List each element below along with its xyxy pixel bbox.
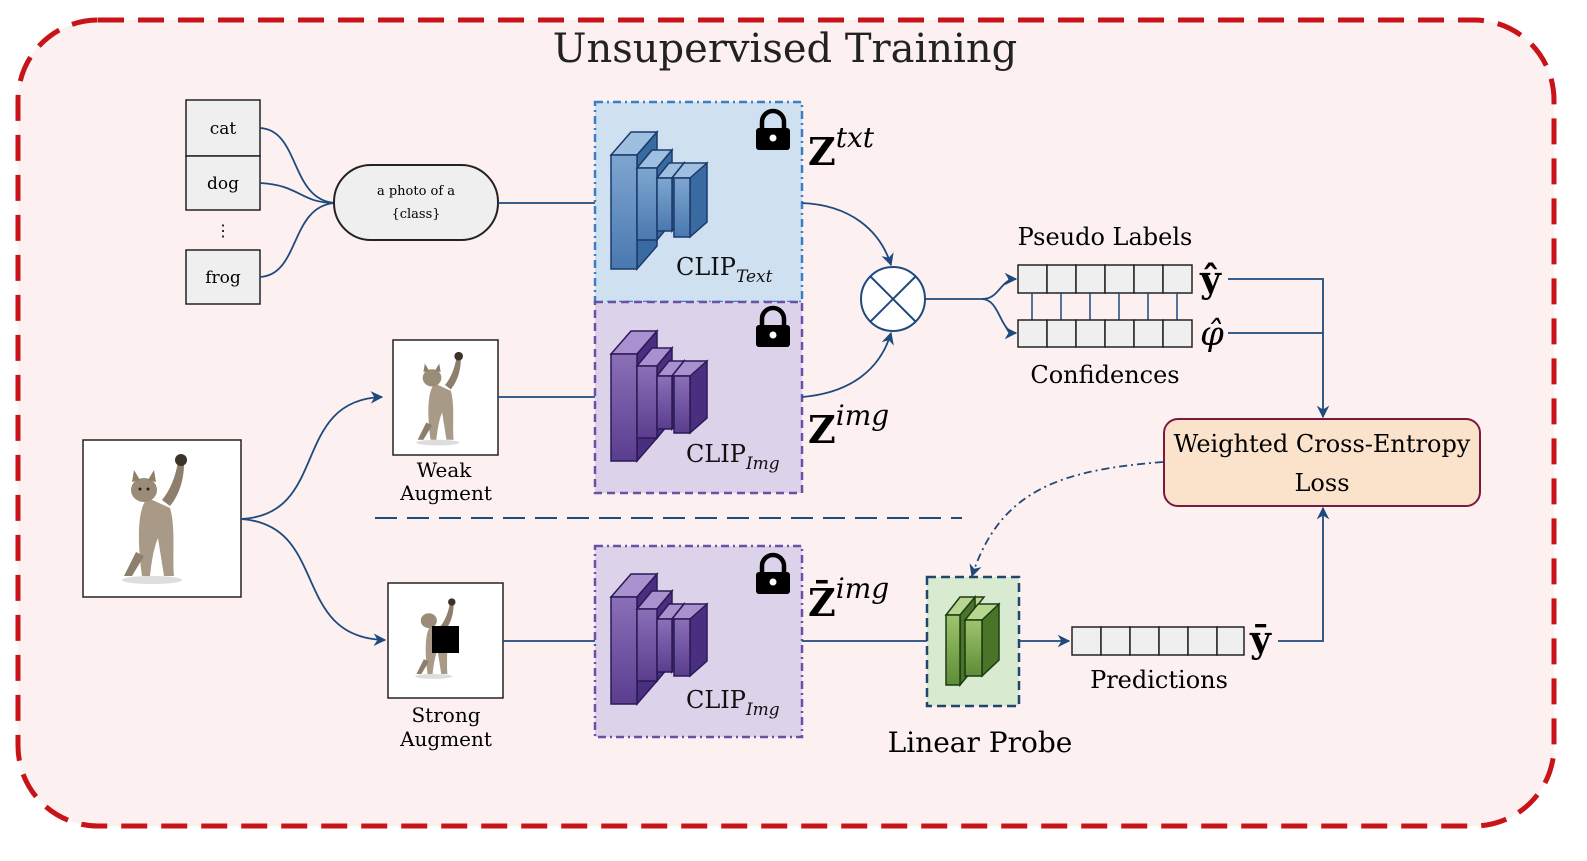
- y-hat-label: ŷ: [1199, 259, 1222, 301]
- diagram-title: Unsupervised Training: [553, 26, 1017, 72]
- loss-box: [1163, 418, 1481, 507]
- clip-img-weak-layers: [609, 328, 709, 464]
- linear-probe-label: Linear Probe: [888, 726, 1073, 759]
- pseudo-labels-title: Pseudo Labels: [1018, 223, 1193, 251]
- predictions-title: Predictions: [1090, 666, 1228, 694]
- cat-image-icon: [416, 351, 463, 446]
- confidences-strip: [1017, 319, 1193, 348]
- loss-to-probe-arrow: [969, 461, 1164, 578]
- class-to-prompt-connectors: [259, 127, 336, 278]
- strong-augment-label-2: Augment: [399, 727, 492, 751]
- lock-icon: [756, 108, 790, 150]
- label-confidence-links: [1031, 293, 1178, 320]
- class-ellipsis: ⋮: [215, 221, 231, 240]
- cutout-mask: [432, 626, 459, 653]
- class-label-frog: frog: [205, 268, 241, 288]
- clip-img-weak-label: CLIPImg: [686, 440, 780, 474]
- prompt-line-1: a photo of a: [377, 184, 455, 199]
- weak-augment-image: [392, 339, 499, 456]
- clip-img-strong-layers: [609, 571, 709, 707]
- clip-text-layers: [609, 129, 709, 272]
- input-image: [82, 439, 242, 598]
- prompt-line-2: {class}: [391, 207, 440, 222]
- linear-probe-layers: [944, 594, 1001, 688]
- predictions-strip: [1071, 626, 1245, 656]
- multiply-icon: [860, 266, 926, 332]
- pseudo-labels-strip: [1017, 264, 1193, 294]
- class-label-cat: cat: [210, 119, 237, 139]
- loss-line-1: Weighted Cross-Entropy: [1174, 430, 1471, 458]
- class-label-dog: dog: [207, 174, 239, 194]
- class-list: cat dog ⋮ frog: [185, 99, 261, 305]
- encoder-to-multiply-arrows: [801, 202, 894, 398]
- clip-text-label: CLIPText: [676, 253, 773, 287]
- lock-icon: [756, 305, 790, 347]
- multiply-to-outputs-arrows: [925, 272, 1018, 340]
- clip-img-strong-label: CLIPImg: [686, 686, 780, 720]
- z-text-label: Ztxt: [808, 121, 875, 174]
- lock-icon: [756, 552, 790, 594]
- prompt-template: [333, 164, 499, 241]
- weak-augment-label-2: Augment: [399, 481, 492, 505]
- input-to-augment-arrows: [240, 391, 387, 647]
- cat-image-icon: [122, 454, 187, 584]
- phi-hat-label: φ̂: [1200, 314, 1224, 354]
- strong-augment-label-1: Strong: [411, 703, 480, 727]
- class-box-cat: [185, 99, 261, 157]
- strong-augment-image: [387, 582, 504, 699]
- outputs-to-loss-arrows: [1228, 278, 1330, 419]
- loss-line-2: Loss: [1294, 469, 1349, 497]
- weak-augment-label-1: Weak: [417, 458, 473, 482]
- confidences-title: Confidences: [1030, 361, 1179, 389]
- class-box-frog: [185, 249, 261, 305]
- y-bar-label: ȳ: [1249, 619, 1272, 661]
- z-img-label: Zimg: [808, 399, 889, 452]
- z-bar-label: Z̄img: [808, 572, 889, 625]
- class-box-dog: [185, 155, 261, 211]
- predictions-to-loss-arrow: [1278, 506, 1330, 642]
